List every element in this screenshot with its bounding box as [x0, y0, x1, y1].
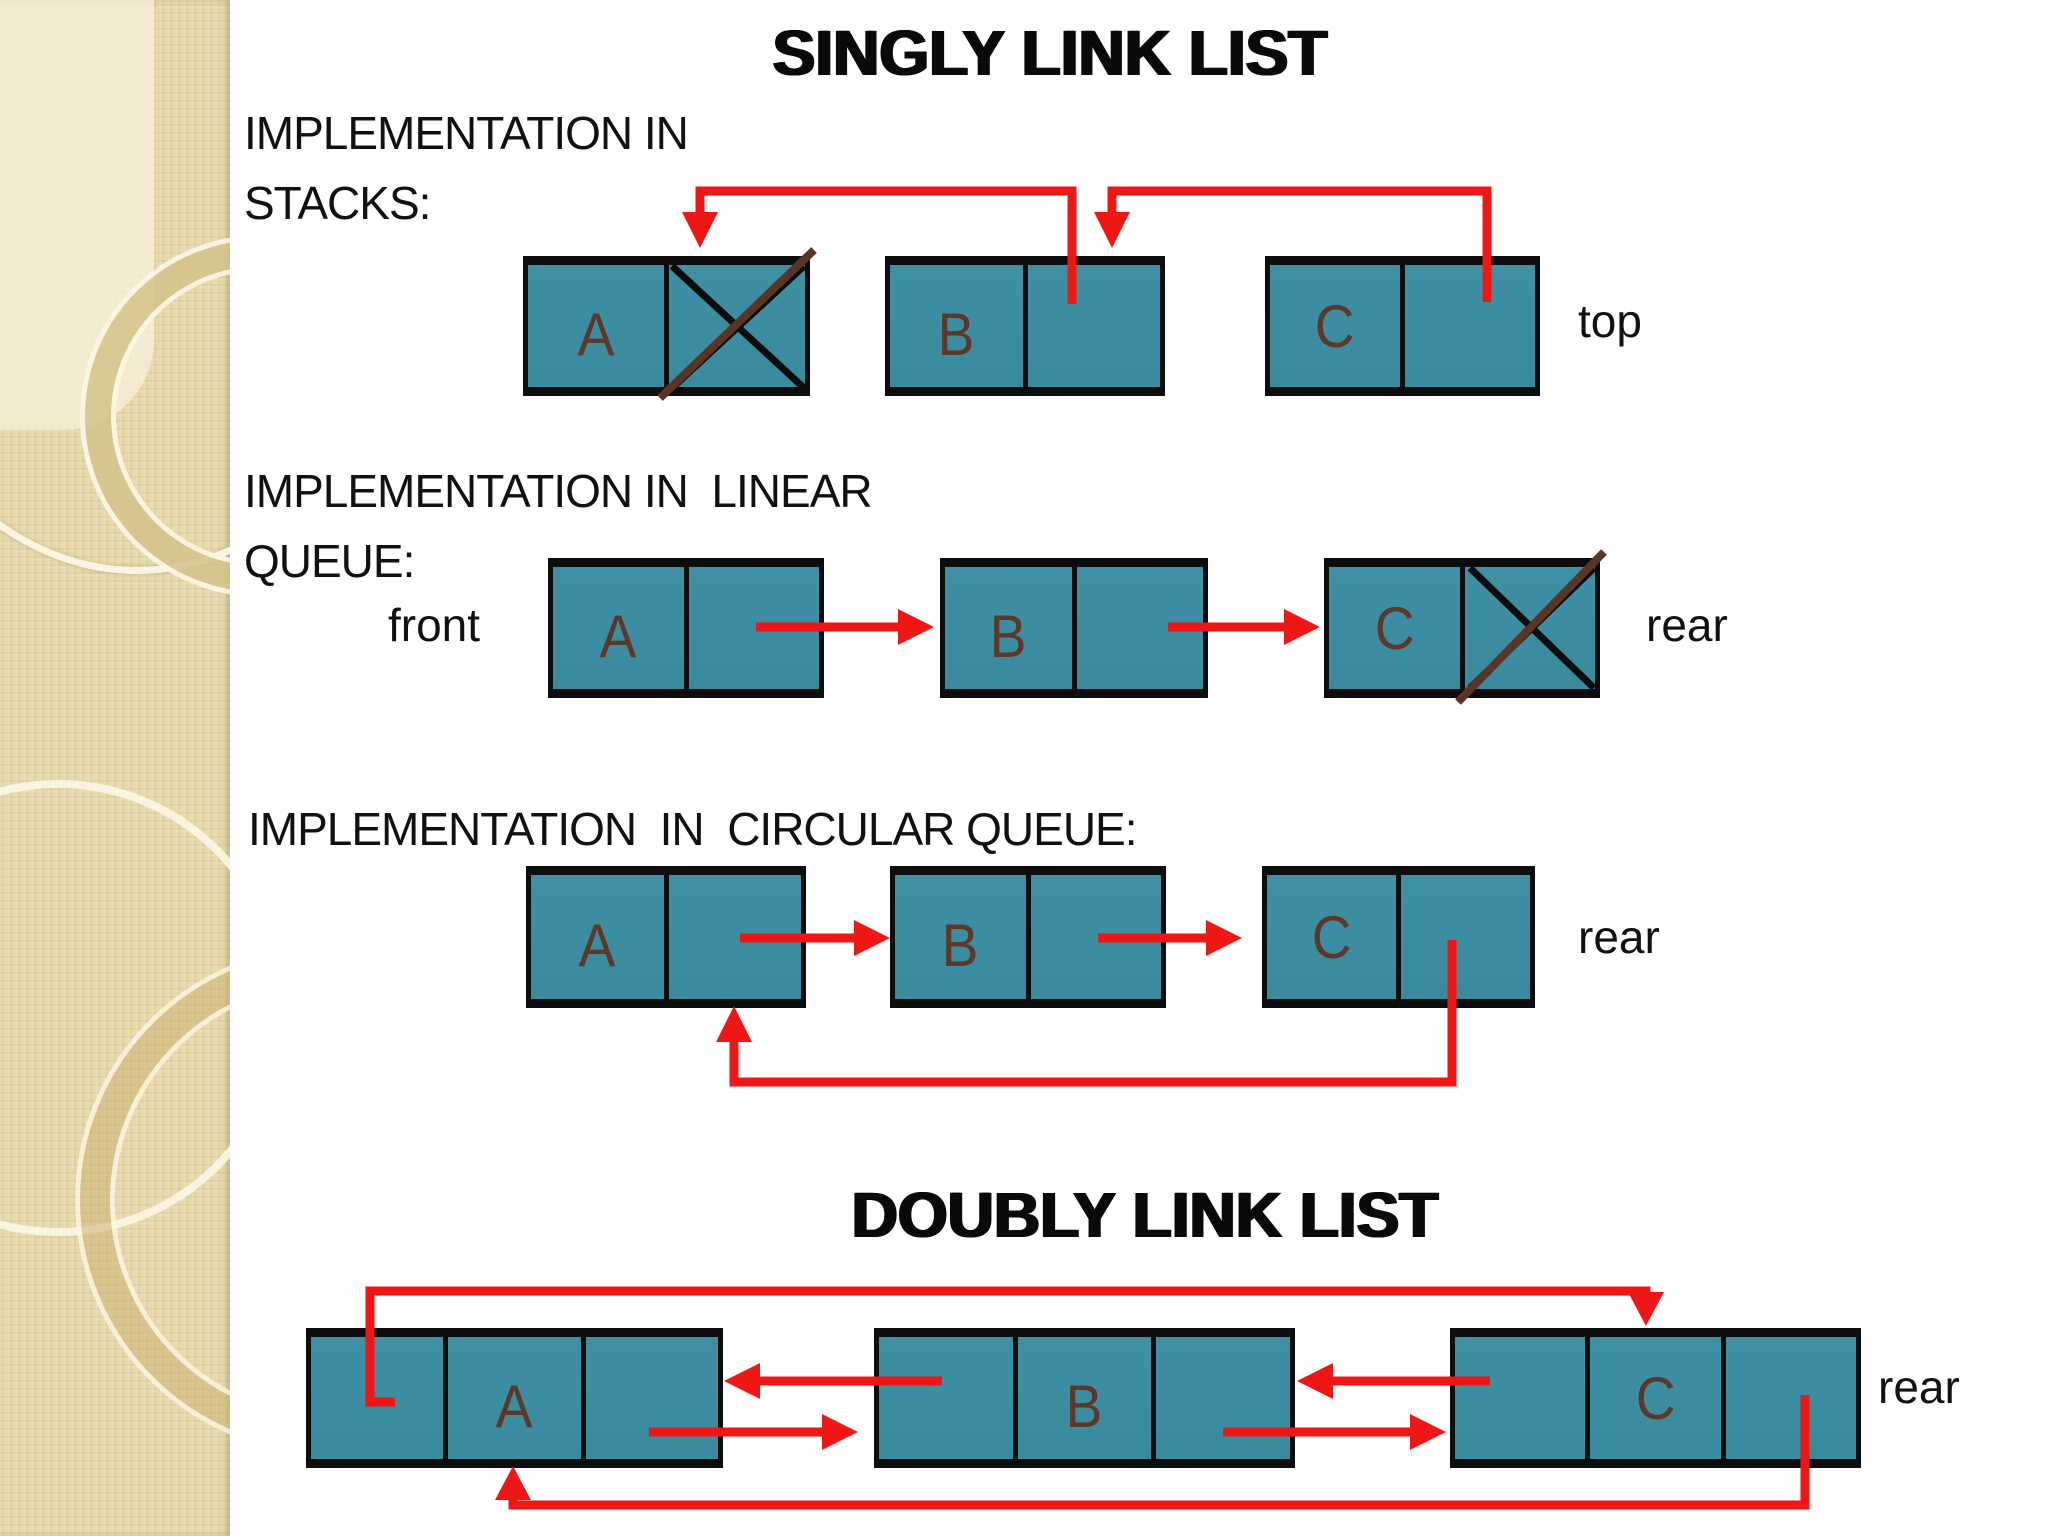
node-letter: B [1066, 1372, 1103, 1440]
linear-node-a-data-cell: A [553, 567, 684, 689]
circular-node-c-pointer-cell [1396, 875, 1530, 999]
node-letter: C [1311, 903, 1352, 971]
arrowhead-up-doubly-a [495, 1466, 531, 1500]
stack-node-c-data-cell: C [1270, 265, 1400, 387]
doubly-node-a-prev-cell [311, 1337, 444, 1459]
doubly-node-b-next-cell [1151, 1337, 1291, 1459]
stack-node-b-data-cell: B [890, 265, 1023, 387]
circular-node-a: A [526, 866, 806, 1008]
circular-node-b: B [890, 866, 1166, 1008]
arrowhead-left-doubly-b [1297, 1363, 1333, 1399]
node-letter: C [1374, 594, 1415, 662]
linear-node-a-pointer-cell [683, 567, 819, 689]
node-letter: A [577, 300, 615, 368]
stack-node-c: C [1265, 256, 1540, 396]
doubly-node-c: C [1450, 1328, 1861, 1468]
doubly-node-a-data-cell: A [443, 1337, 581, 1459]
front-label: front [388, 599, 481, 651]
doubly-node-b-prev-cell [879, 1337, 1013, 1459]
stack-node-a: A [523, 256, 810, 396]
node-letter: A [599, 602, 637, 670]
linear-node-c-data-cell: C [1329, 567, 1460, 689]
arrowhead-up-circular-a [716, 1006, 752, 1042]
linear-node-b: B [940, 558, 1208, 698]
arrowhead-down-stack-b [1094, 212, 1130, 248]
doubly-node-c-next-cell [1720, 1337, 1856, 1459]
node-letter: B [941, 911, 979, 979]
doubly-node-c-prev-cell [1455, 1337, 1586, 1459]
stack-node-c-pointer-cell [1400, 265, 1535, 387]
circular-node-b-data-cell: B [895, 875, 1026, 999]
stacks-heading-line1: IMPLEMENTATION IN [244, 107, 689, 159]
red-arrowheads [495, 212, 1664, 1500]
arrowhead-left-doubly-a [724, 1363, 760, 1399]
doubly-rear-label: rear [1878, 1361, 1960, 1413]
arrowhead-right-linear-b [898, 609, 934, 645]
doubly-node-a-next-cell [580, 1337, 718, 1459]
singly-link-list-title: SINGLY LINK LIST [772, 17, 1328, 89]
doubly-node-a: A [306, 1328, 723, 1468]
linear-queue-heading-line1: IMPLEMENTATION IN LINEAR [244, 465, 873, 517]
doubly-node-b-data-cell: B [1012, 1337, 1152, 1459]
circular-rear-label: rear [1578, 911, 1660, 963]
stacks-heading-line2: STACKS: [244, 177, 431, 229]
arrowhead-right-circular-b [854, 920, 890, 956]
node-letter: A [578, 911, 616, 979]
arrowhead-right-doubly-c [1410, 1414, 1446, 1450]
node-letter: A [496, 1372, 533, 1440]
arrowhead-down-doubly-c [1628, 1292, 1664, 1326]
stack-node-a-pointer-cell [664, 265, 805, 387]
doubly-node-b: B [874, 1328, 1295, 1468]
node-letter: C [1635, 1364, 1676, 1432]
circular-node-a-pointer-cell [663, 875, 801, 999]
circular-queue-heading: IMPLEMENTATION IN CIRCULAR QUEUE: [248, 803, 1138, 855]
node-letter: B [937, 300, 975, 368]
doubly-node-c-data-cell: C [1585, 1337, 1721, 1459]
top-label: top [1578, 295, 1642, 347]
stack-node-b-pointer-cell [1022, 265, 1160, 387]
arrowhead-right-doubly-b [822, 1414, 858, 1450]
linear-node-a: A [548, 558, 824, 698]
arrowhead-down-stack-a [682, 212, 718, 248]
linear-node-b-pointer-cell [1071, 567, 1203, 689]
node-letter: C [1315, 292, 1355, 360]
stack-node-b: B [885, 256, 1165, 396]
circular-node-c-data-cell: C [1267, 875, 1396, 999]
decor-arc-ellipse [0, 0, 230, 574]
linear-node-c-pointer-cell [1459, 567, 1595, 689]
linear-node-c: C [1324, 558, 1600, 698]
circular-node-b-pointer-cell [1025, 875, 1161, 999]
doubly-link-list-title: DOUBLY LINK LIST [851, 1179, 1439, 1251]
arrowhead-right-circular-c [1206, 920, 1242, 956]
stack-node-a-data-cell: A [528, 265, 664, 387]
arrowhead-right-linear-c [1284, 609, 1320, 645]
circular-node-c: C [1262, 866, 1535, 1008]
linear-node-b-data-cell: B [945, 567, 1072, 689]
decor-strip [0, 0, 230, 1536]
node-letter: B [989, 602, 1027, 670]
linear-queue-heading-line2: QUEUE: [244, 535, 415, 587]
linear-rear-label: rear [1646, 599, 1728, 651]
circular-node-a-data-cell: A [531, 875, 664, 999]
